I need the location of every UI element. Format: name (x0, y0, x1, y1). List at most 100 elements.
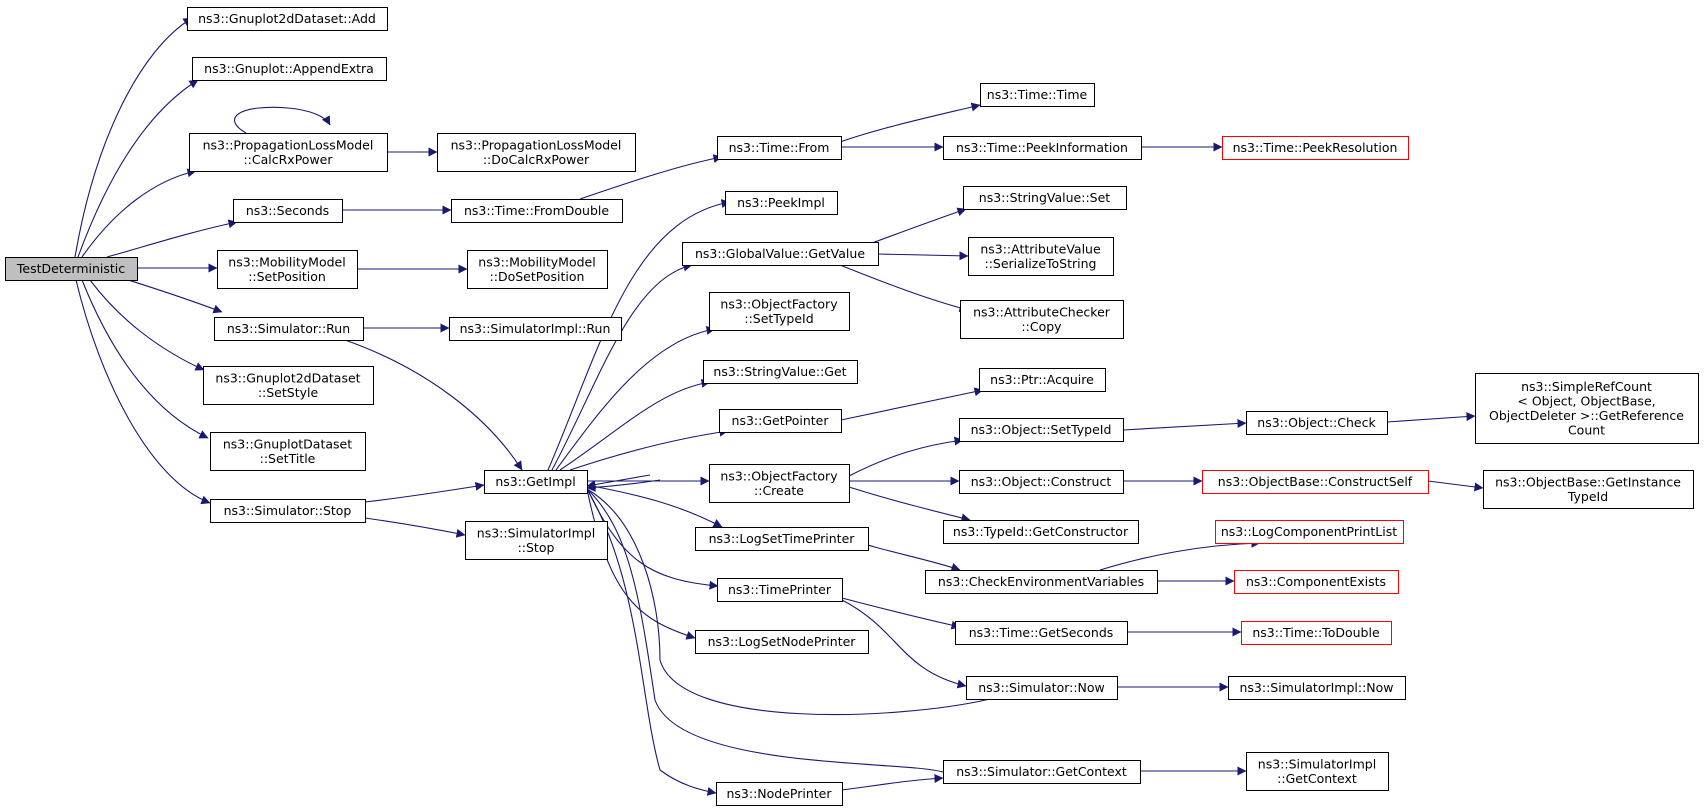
node-objConstruct[interactable]: ns3::Object::Construct (959, 470, 1124, 494)
call-edge (586, 488, 717, 796)
node-box (955, 621, 1128, 645)
node-gvGet[interactable]: ns3::GlobalValue::GetValue (682, 242, 879, 266)
call-edge (840, 387, 984, 421)
node-ofCreate[interactable]: ns3::ObjectFactory::Create (709, 464, 850, 503)
node-label: ns3::StringValue::Set (979, 190, 1110, 205)
node-box (1202, 470, 1429, 494)
node-simImplStop[interactable]: ns3::SimulatorImpl::Stop (465, 521, 608, 560)
node-acCopy[interactable]: ns3::AttributeChecker::Copy (960, 300, 1124, 339)
node-testdet[interactable]: TestDeterministic (5, 257, 138, 281)
node-timeToDbl[interactable]: ns3::Time::ToDouble (1241, 621, 1392, 645)
node-seconds[interactable]: ns3::Seconds (233, 199, 343, 223)
node-svGet[interactable]: ns3::StringValue::Get (703, 360, 858, 384)
node-label: ::SetStyle (258, 385, 319, 400)
call-edges (74, 17, 1484, 796)
node-tidGetCtor[interactable]: ns3::TypeId::GetConstructor (943, 520, 1139, 544)
node-timeTime[interactable]: ns3::Time::Time (980, 83, 1095, 107)
node-box (717, 136, 842, 160)
node-checkEnv[interactable]: ns3::CheckEnvironmentVariables (925, 570, 1158, 594)
node-box (1241, 621, 1392, 645)
node-label: ns3::TimePrinter (728, 582, 832, 597)
node-logCompPL[interactable]: ns3::LogComponentPrintList (1215, 520, 1404, 544)
node-simNow[interactable]: ns3::Simulator::Now (966, 676, 1118, 700)
node-compExists[interactable]: ns3::ComponentExists (1234, 570, 1399, 594)
call-edge (124, 278, 223, 314)
node-objCheck[interactable]: ns3::Object::Check (1246, 411, 1388, 435)
node-peekImpl[interactable]: ns3::PeekImpl (725, 191, 838, 215)
node-box (1246, 752, 1389, 791)
node-plmDoCalc[interactable]: ns3::PropagationLossModel::DoCalcRxPower (437, 133, 636, 172)
node-label: ::DoCalcRxPower (483, 152, 590, 167)
call-edge (586, 484, 723, 528)
node-timeFrom[interactable]: ns3::Time::From (717, 136, 842, 160)
node-box (467, 250, 608, 289)
node-label: ::Create (754, 483, 804, 498)
node-box (959, 470, 1124, 494)
call-edge (839, 264, 969, 313)
node-label: ::SetTitle (260, 451, 316, 466)
node-box (1228, 676, 1406, 700)
call-edge (848, 436, 964, 477)
node-simImplNow[interactable]: ns3::SimulatorImpl::Now (1228, 676, 1406, 700)
node-label: ns3::NodePrinter (726, 786, 832, 801)
node-box (203, 366, 374, 405)
call-edge (1427, 480, 1484, 492)
node-gdSetTitle[interactable]: ns3::GnuplotDataset::SetTitle (210, 432, 366, 471)
node-peekRes[interactable]: ns3::Time::PeekResolution (1222, 136, 1409, 160)
node-timeGetSec[interactable]: ns3::Time::GetSeconds (955, 621, 1128, 645)
node-svSet[interactable]: ns3::StringValue::Set (963, 186, 1127, 210)
node-box (5, 257, 138, 281)
node-ofSetTid[interactable]: ns3::ObjectFactory::SetTypeId (709, 292, 850, 331)
node-label: Count (1568, 422, 1605, 437)
node-obConstructSelf[interactable]: ns3::ObjectBase::ConstructSelf (1202, 470, 1429, 494)
call-edge (81, 279, 209, 439)
node-simStop[interactable]: ns3::Simulator::Stop (210, 499, 366, 523)
node-label: ns3::LogComponentPrintList (1221, 524, 1397, 539)
node-label: ns3::MobilityModel (478, 254, 595, 269)
node-box (979, 368, 1106, 392)
node-box (437, 133, 636, 172)
node-simGetCtx[interactable]: ns3::Simulator::GetContext (943, 760, 1141, 784)
node-objSetTid[interactable]: ns3::Object::SetTypeId (959, 418, 1124, 442)
node-label: ns3::Time::GetSeconds (969, 625, 1114, 640)
node-timePrinter[interactable]: ns3::TimePrinter (717, 578, 843, 602)
node-plmCalc[interactable]: ns3::PropagationLossModel::CalcRxPower (189, 133, 388, 172)
node-ptrAcquire[interactable]: ns3::Ptr::Acquire (979, 368, 1106, 392)
call-edge (555, 325, 716, 471)
node-box (1222, 136, 1409, 160)
node-nodePrinter[interactable]: ns3::NodePrinter (716, 782, 843, 806)
node-label: ns3::Simulator::Run (227, 321, 350, 336)
node-mmDoSetPos[interactable]: ns3::MobilityModel::DoSetPosition (467, 250, 608, 289)
node-box (189, 133, 388, 172)
node-srcGetRef[interactable]: ns3::SimpleRefCount< Object, ObjectBase,… (1475, 373, 1699, 444)
call-edge (77, 79, 199, 258)
node-getImpl[interactable]: ns3::GetImpl (484, 470, 588, 494)
node-getPointer[interactable]: ns3::GetPointer (719, 409, 842, 433)
node-gAppend[interactable]: ns3::Gnuplot::AppendExtra (192, 57, 387, 81)
node-label: ns3::Time::ToDouble (1252, 625, 1380, 640)
node-logSetTP[interactable]: ns3::LogSetTimePrinter (695, 527, 869, 551)
call-edge (586, 488, 944, 773)
call-edge (839, 102, 981, 143)
node-box (709, 464, 850, 503)
node-logSetNP[interactable]: ns3::LogSetNodePrinter (695, 630, 869, 654)
call-edge (841, 597, 961, 630)
node-box (210, 499, 366, 523)
node-g2dSetStyle[interactable]: ns3::Gnuplot2dDataset::SetStyle (203, 366, 374, 405)
call-edge (586, 479, 661, 492)
node-label: TypeId (1567, 489, 1608, 504)
node-avSer[interactable]: ns3::AttributeValue::SerializeToString (968, 237, 1114, 276)
call-edge (1122, 418, 1247, 431)
node-label: ns3::Gnuplot2dDataset::Add (198, 11, 376, 26)
node-simImplGetCtx[interactable]: ns3::SimulatorImpl::GetContext (1246, 752, 1389, 791)
node-peekInfo[interactable]: ns3::Time::PeekInformation (943, 136, 1142, 160)
node-box (449, 317, 622, 341)
node-simRun[interactable]: ns3::Simulator::Run (214, 317, 364, 341)
node-simImplRun[interactable]: ns3::SimulatorImpl::Run (449, 317, 622, 341)
node-mmSetPos[interactable]: ns3::MobilityModel::SetPosition (217, 250, 358, 289)
node-label: ns3::Time::FromDouble (464, 203, 609, 218)
node-g2dAdd[interactable]: ns3::Gnuplot2dDataset::Add (187, 7, 388, 31)
node-label: ns3::PropagationLossModel (203, 137, 374, 152)
node-timeFromDbl[interactable]: ns3::Time::FromDouble (451, 199, 623, 223)
